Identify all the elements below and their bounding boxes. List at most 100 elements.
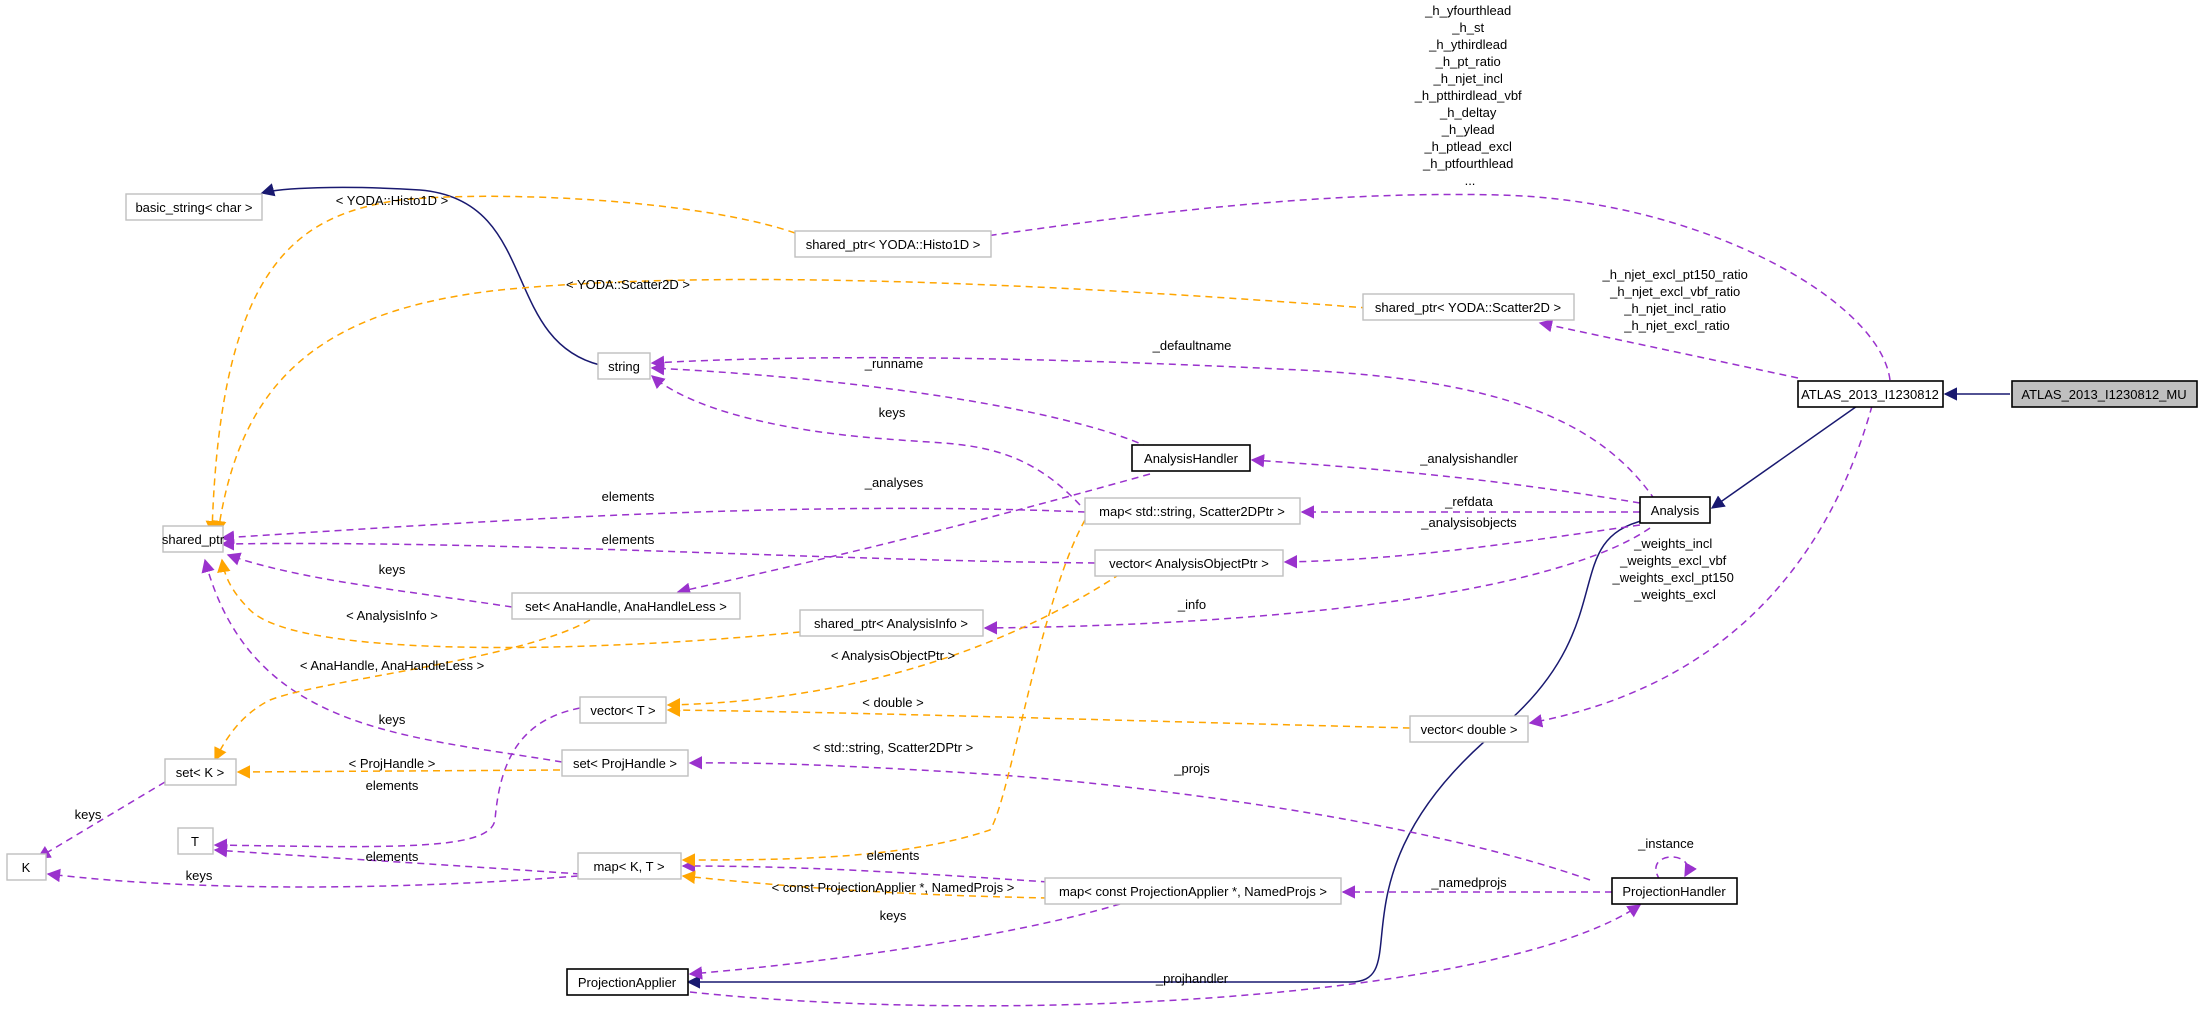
label-projapplier-template: < const ProjectionApplier *, NamedProjs … [772,880,1015,895]
edge-analysis-spinfo [983,527,1651,635]
node-label: shared_ptr< YODA::Histo1D > [806,237,981,252]
label-weights-members: _weights_incl _weights_excl_vbf _weights… [1611,536,1737,602]
node-vector-t[interactable]: vector< T > [579,696,667,724]
edge-atlas-vecdouble [1528,405,1873,728]
node-k[interactable]: K [6,853,47,881]
node-label: set< AnaHandle, AnaHandleLess > [525,599,727,614]
label-keys-setanahandle: keys [379,562,406,577]
edge-analysis-vecaop [1283,524,1641,569]
edge-mapprojapplier-mapkt [681,859,1049,883]
node-basic-string[interactable]: basic_string< char > [125,193,263,221]
label-elements-vecaop: elements [602,532,655,547]
edge-scatter2d-sharedptr [213,278,1369,535]
node-set-anahandle[interactable]: set< AnaHandle, AnaHandleLess > [511,592,741,620]
node-label: shared_ptr< AnalysisInfo > [814,616,968,631]
label-runname: _runname [864,356,924,371]
node-label: ProjectionHandler [1622,884,1726,899]
edge-projectionhandler-setprojhandle [688,756,1591,881]
label-analysisobjectptr-template: < AnalysisObjectPtr > [831,648,955,663]
label-histo1d-template: < YODA::Histo1D > [336,193,448,208]
edge-mapprojapplier-mapkt-tmpl [681,870,1049,899]
node-sp-histo1d[interactable]: shared_ptr< YODA::Histo1D > [794,230,992,258]
label-string-scatter-template: < std::string, Scatter2DPtr > [813,740,973,755]
node-set-projhandle[interactable]: set< ProjHandle > [561,749,689,777]
node-label: vector< AnalysisObjectPtr > [1109,556,1269,571]
node-map-projapplier[interactable]: map< const ProjectionApplier *, NamedPro… [1044,877,1342,905]
label-elements-vectort: elements [366,778,419,793]
label-projs: _projs [1173,761,1210,776]
edge-analysishandler-string [650,361,1171,461]
label-instance: _instance [1637,836,1694,851]
edge-mapscatter-sharedptr [220,507,1086,544]
node-label: K [22,860,31,875]
edge-setprojhandle-setk [236,765,561,779]
label-info: _info [1177,597,1206,612]
label-double-template: < double > [862,695,923,710]
label-keys-setprojhandle: keys [379,712,406,727]
node-set-k[interactable]: set< K > [164,758,237,786]
node-label: shared_ptr< YODA::Scatter2D > [1375,300,1561,315]
label-elements-mapprojapplier: elements [867,848,920,863]
edge-mapscatter-string [650,375,1081,506]
node-label: ATLAS_2013_I1230812_MU [2021,387,2186,402]
node-analysishandler[interactable]: AnalysisHandler [1131,444,1251,472]
node-projectionapplier[interactable]: ProjectionApplier [566,968,689,996]
edge-labels: < YODA::Histo1D > < YODA::Scatter2D > _d… [75,3,1748,986]
edge-setanahandle-setk [214,619,591,762]
edge-setk-k [36,781,166,859]
edge-analysis-inherits-projectionapplier [686,519,1646,989]
node-label: ATLAS_2013_I1230812 [1801,387,1939,402]
node-label: AnalysisHandler [1144,451,1239,466]
node-label: set< ProjHandle > [573,756,677,771]
edge-analysis-analysishandler [1250,454,1641,504]
node-label: Analysis [1651,503,1700,518]
edge-histo1d-sharedptr [205,195,796,535]
label-elements-mapkt: elements [366,849,419,864]
edge-string-inherits-basic-string [260,183,601,366]
label-defaultname: _defaultname [1152,338,1232,353]
edge-vectort-t [213,707,581,852]
node-label: map< const ProjectionApplier *, NamedPro… [1059,884,1327,899]
edge-atlas-inherits-analysis [1710,403,1861,509]
label-elements-mapscatter: elements [602,489,655,504]
label-anahandle-template: < AnaHandle, AnaHandleLess > [300,658,484,673]
node-atlas[interactable]: ATLAS_2013_I1230812 [1797,380,1944,408]
node-sp-analysisinfo[interactable]: shared_ptr< AnalysisInfo > [799,609,984,637]
node-atlas-mu[interactable]: ATLAS_2013_I1230812_MU [2011,380,2198,408]
node-string[interactable]: string [597,352,651,380]
edge-vecdouble-vectort [666,703,1411,729]
node-label: T [191,834,199,849]
node-label: map< std::string, Scatter2DPtr > [1099,504,1285,519]
edge-atlas-histo1d [956,193,1891,381]
node-shared-ptr[interactable]: shared_ptr [162,525,225,553]
label-projhandle-template: < ProjHandle > [349,756,436,771]
label-keys-mapprojapplier: keys [880,908,907,923]
node-map-scatter[interactable]: map< std::string, Scatter2DPtr > [1084,497,1301,525]
edge-mapkt-t [213,844,581,875]
edge-vecaop-vectort [666,573,1121,712]
node-vec-aop[interactable]: vector< AnalysisObjectPtr > [1094,549,1284,577]
node-label: ProjectionApplier [578,975,677,990]
node-label: vector< double > [1421,722,1518,737]
label-keys-string: keys [879,405,906,420]
node-projectionhandler[interactable]: ProjectionHandler [1611,877,1738,905]
node-label: shared_ptr [162,532,225,547]
edge-analysishandler-setanahandle [676,473,1151,596]
label-scatter2d-template: < YODA::Scatter2D > [566,277,690,292]
node-analysis[interactable]: Analysis [1639,496,1711,524]
edge-setanahandle-sharedptr [226,552,513,608]
edge-spinfo-sharedptr [217,558,801,649]
edge-mapprojapplier-projectionapplier [688,903,1121,980]
label-refdata: _refdata [1444,494,1493,509]
edge-projectionhandler-instance [1655,856,1697,881]
label-namedprojs: _namedprojs [1430,875,1507,890]
node-label: set< K > [176,765,224,780]
node-map-kt[interactable]: map< K, T > [577,852,682,880]
edge-vecaop-sharedptr [220,537,1096,564]
node-vec-double[interactable]: vector< double > [1409,715,1529,743]
node-sp-scatter2d[interactable]: shared_ptr< YODA::Scatter2D > [1362,293,1575,321]
node-t[interactable]: T [177,827,214,855]
label-keys-mapkt: keys [186,868,213,883]
label-analysishandler-edge: _analysishandler [1419,451,1518,466]
